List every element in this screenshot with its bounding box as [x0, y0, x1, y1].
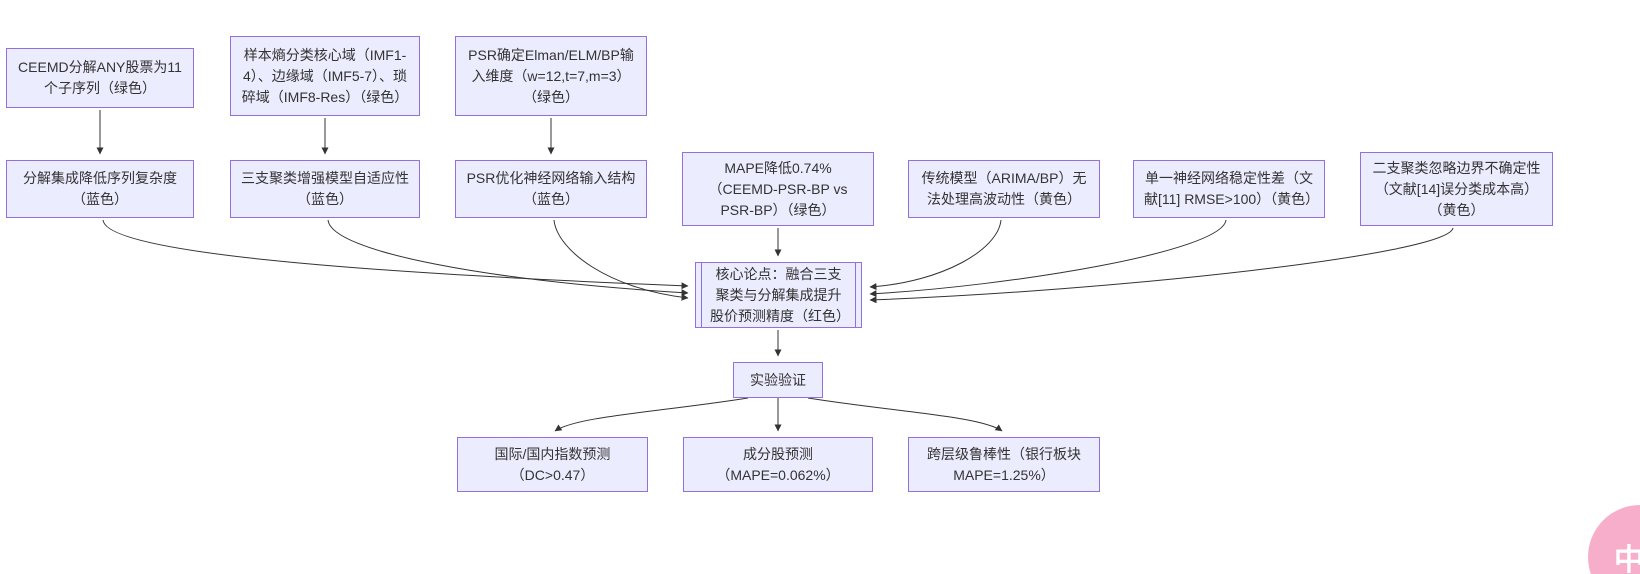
node-single-nn-unstable: 单一神经网络稳定性差（文献[11] RMSE>100）（黄色）: [1133, 160, 1325, 218]
node-robustness: 跨层级鲁棒性（银行板块 MAPE=1.25%）: [908, 437, 1100, 492]
node-index-predict: 国际/国内指数预测（DC>0.47）: [457, 437, 648, 492]
edge-experiment-to-robust: [807, 397, 1003, 432]
node-traditional-limit: 传统模型（ARIMA/BP）无法处理高波动性（黄色）: [908, 160, 1100, 218]
edge-traditional-to-core: [869, 219, 1002, 291]
edge-threeway-to-core: [327, 219, 689, 297]
node-decompose-complexity: 分解集成降低序列复杂度（蓝色）: [6, 160, 194, 218]
node-three-way-adaptive: 三支聚类增强模型自适应性（蓝色）: [230, 160, 420, 218]
edge-singlenn-to-core: [869, 219, 1227, 298]
node-sample-entropy: 样本熵分类核心域（IMF1-4）、边缘域（IMF5-7）、琐碎域（IMF8-Re…: [230, 36, 420, 116]
node-experiment: 实验验证: [733, 362, 823, 398]
node-stock-predict: 成分股预测（MAPE=0.062%）: [683, 437, 873, 492]
node-psr-dimension: PSR确定Elman/ELM/BP输入维度（w=12,t=7,m=3）（绿色）: [455, 36, 647, 116]
edge-psrstruct-to-core: [553, 219, 689, 301]
node-core-thesis: 核心论点：融合三支聚类与分解集成提升股价预测精度（红色）: [695, 262, 862, 328]
edge-complexity-to-core: [102, 219, 689, 290]
translate-floating-button[interactable]: 中A: [1588, 505, 1640, 574]
edge-twoway-to-core: [869, 227, 1454, 304]
node-ceemd-decompose: CEEMD分解ANY股票为11个子序列（绿色）: [6, 48, 194, 108]
node-two-way-limit: 二支聚类忽略边界不确定性（文献[14]误分类成本高）（黄色）: [1360, 152, 1553, 226]
node-psr-structure: PSR优化神经网络输入结构（蓝色）: [455, 160, 647, 218]
edge-experiment-to-index: [554, 397, 749, 432]
node-mape-improve: MAPE降低0.74%（CEEMD-PSR-BP vs PSR-BP）（绿色）: [682, 152, 874, 226]
